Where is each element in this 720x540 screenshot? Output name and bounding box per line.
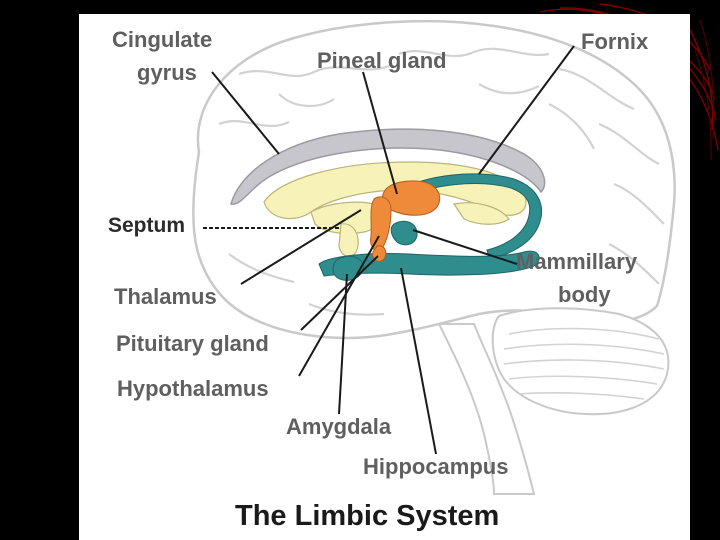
label-fornix: Fornix [581,29,649,54]
label-pineal-gland: Pineal gland [317,48,447,73]
diagram-panel: Cingulate gyrus Pineal gland Fornix Sept… [79,14,690,540]
cerebellum [491,307,670,416]
label-amygdala: Amygdala [286,414,392,439]
amygdala [332,255,364,281]
label-cingulate-gyrus-line2: gyrus [137,60,197,85]
label-mammillary-body-line1: Mammillary [516,249,638,274]
label-hippocampus: Hippocampus [363,454,509,479]
leader-pineal [362,71,398,195]
label-thalamus: Thalamus [114,284,217,309]
diagram-title: The Limbic System [235,500,500,532]
brain-stem [437,323,536,495]
leader-cingulate [211,71,280,155]
cingulate-gyrus-region [230,128,546,205]
leader-mammillary [412,229,518,265]
leader-hypothalamus [298,235,380,377]
posterior-region [453,202,510,225]
mammillary-body [390,220,418,246]
limbic-system-diagram [192,19,676,495]
gyri-folds [218,47,665,316]
label-cingulate-gyrus-line1: Cingulate [112,27,213,52]
leader-hippocampus [400,267,437,455]
septum-region [338,223,359,257]
leader-pituitary [300,255,379,331]
leader-lines [203,45,575,455]
label-hypothalamus: Hypothalamus [117,376,269,401]
leader-fornix [478,45,575,175]
label-mammillary-body-line2: body [558,282,611,307]
cerebellum-folds [503,327,665,400]
leader-thalamus [240,209,362,285]
label-septum: Septum [108,214,186,237]
leader-amygdala [338,273,348,415]
label-pituitary-gland: Pituitary gland [116,331,269,356]
